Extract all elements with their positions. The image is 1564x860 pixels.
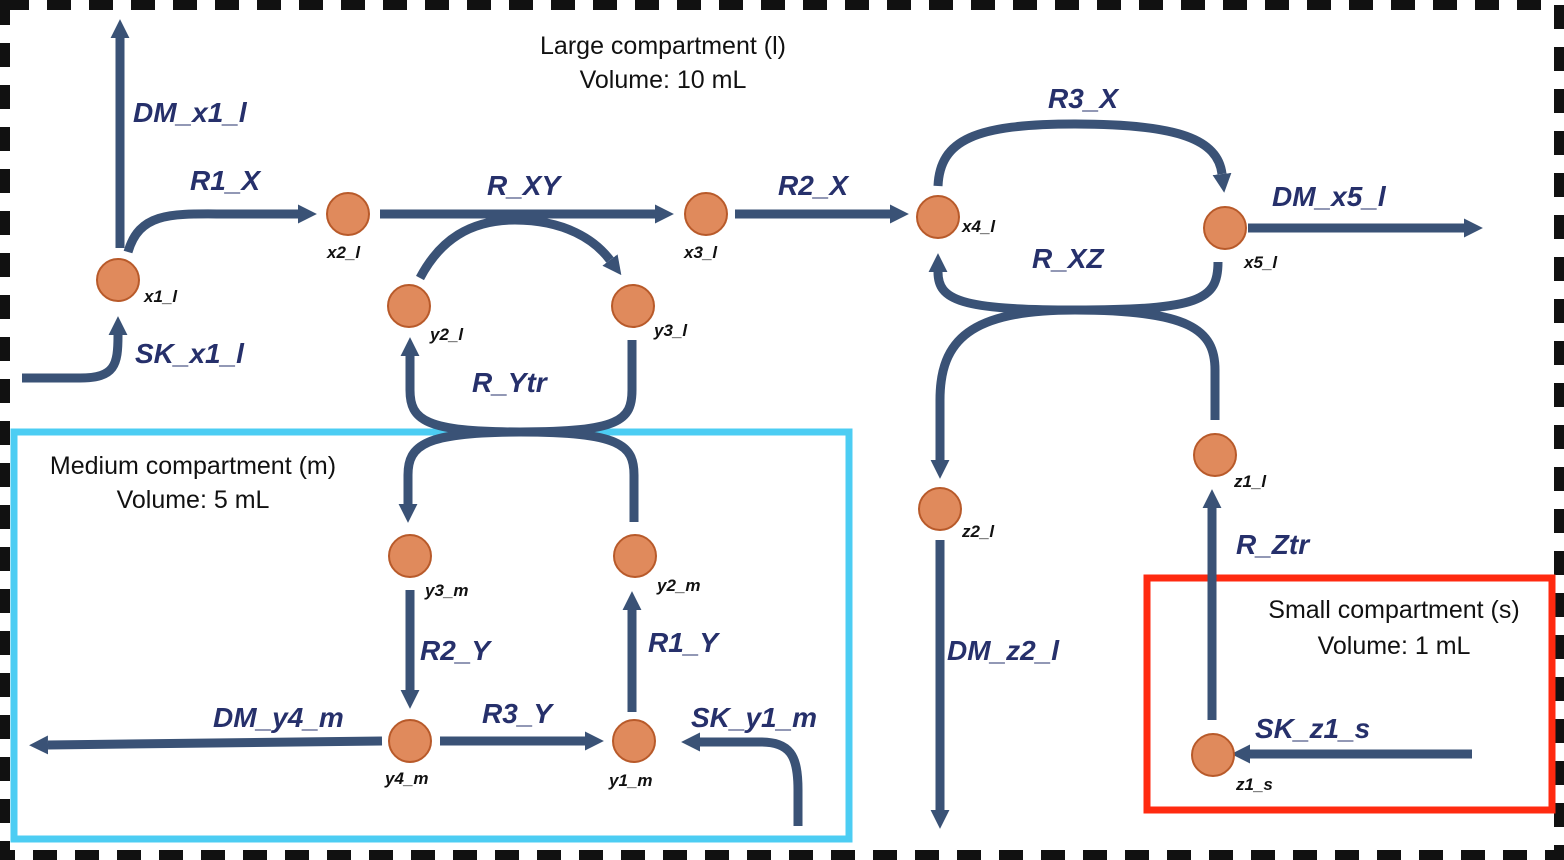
node-y2-m xyxy=(613,534,657,578)
label-x1-l: x1_l xyxy=(143,287,178,306)
reaction-label-r3-y: R3_Y xyxy=(482,698,554,729)
arrow-r1-x xyxy=(123,204,317,254)
reaction-label-sk-y1-m: SK_y1_m xyxy=(691,702,817,733)
reaction-label-dm-x1-l: DM_x1_l xyxy=(133,97,248,128)
node-y3-l xyxy=(611,284,655,328)
node-y1-m xyxy=(612,719,656,763)
label-y2-m: y2_m xyxy=(656,576,700,595)
node-y2-l xyxy=(387,284,431,328)
label-y1-m: y1_m xyxy=(608,771,652,790)
reaction-label-sk-z1-s: SK_z1_s xyxy=(1255,713,1370,744)
label-y2-l: y2_l xyxy=(429,325,464,344)
small-compartment-name: Small compartment (s) xyxy=(1268,596,1519,624)
reaction-label-r-xz: R_XZ xyxy=(1032,243,1104,274)
large-compartment-name: Large compartment (l) xyxy=(540,32,786,60)
reaction-label-r1-x: R1_X xyxy=(190,165,262,196)
label-y4-m: y4_m xyxy=(384,769,428,788)
arrow-r-ytr-to-y3m xyxy=(398,427,521,523)
arrow-r-xy-branch xyxy=(416,215,622,281)
node-x3-l xyxy=(684,192,728,236)
reaction-label-dm-x5-l: DM_x5_l xyxy=(1272,181,1387,212)
arrow-r-xz-to-z2 xyxy=(930,305,1076,479)
reaction-label-r2-y: R2_Y xyxy=(420,635,492,666)
reaction-label-r3-x: R3_X xyxy=(1048,83,1120,114)
arrow-dm-y4-m xyxy=(29,735,383,755)
medium-compartment-name: Medium compartment (m) xyxy=(50,452,336,480)
small-compartment-border xyxy=(1143,574,1556,814)
reaction-label-r-ytr: R_Ytr xyxy=(472,367,549,398)
reaction-label-r-ztr: R_Ztr xyxy=(1236,529,1311,560)
label-x5-l: x5_l xyxy=(1243,253,1278,272)
node-x2-l xyxy=(326,192,370,236)
reaction-label-dm-z2-l: DM_z2_l xyxy=(947,635,1060,666)
arrow-r-xz-from-z1 xyxy=(1074,305,1220,420)
small-compartment-volume: Volume: 1 mL xyxy=(1318,632,1471,660)
label-y3-l: y3_l xyxy=(653,321,688,340)
reaction-label-r-xy: R_XY xyxy=(487,170,562,201)
arrow-r-ytr-from-y2m xyxy=(519,427,639,522)
reaction-label-r2-x: R2_X xyxy=(778,170,850,201)
node-z2-l xyxy=(918,487,962,531)
node-x1-l xyxy=(96,258,140,302)
label-x3-l: x3_l xyxy=(683,243,718,262)
reaction-label-r1-y: R1_Y xyxy=(648,627,720,658)
arrow-sk-y1-m xyxy=(681,732,803,826)
medium-compartment-volume: Volume: 5 mL xyxy=(117,486,270,514)
medium-compartment-border xyxy=(10,428,853,843)
node-z1-l xyxy=(1193,433,1237,477)
node-y4-m xyxy=(388,719,432,763)
reaction-label-dm-y4-m: DM_y4_m xyxy=(213,702,344,733)
node-x4-l xyxy=(916,195,960,239)
node-x5-l xyxy=(1203,206,1247,250)
reaction-label-sk-x1-l: SK_x1_l xyxy=(135,338,245,369)
label-y3-m: y3_m xyxy=(424,581,468,600)
label-x2-l: x2_l xyxy=(326,243,361,262)
large-compartment-volume: Volume: 10 mL xyxy=(580,66,747,94)
label-z1-l: z1_l xyxy=(1233,472,1267,491)
node-z1-s xyxy=(1191,733,1235,777)
node-y3-m xyxy=(388,534,432,578)
label-x4-l: x4_l xyxy=(961,217,996,236)
arrow-sk-x1-l xyxy=(22,316,128,383)
label-z1-s: z1_s xyxy=(1235,775,1273,794)
arrow-r3-x xyxy=(933,119,1232,193)
label-z2-l: z2_l xyxy=(961,522,995,541)
